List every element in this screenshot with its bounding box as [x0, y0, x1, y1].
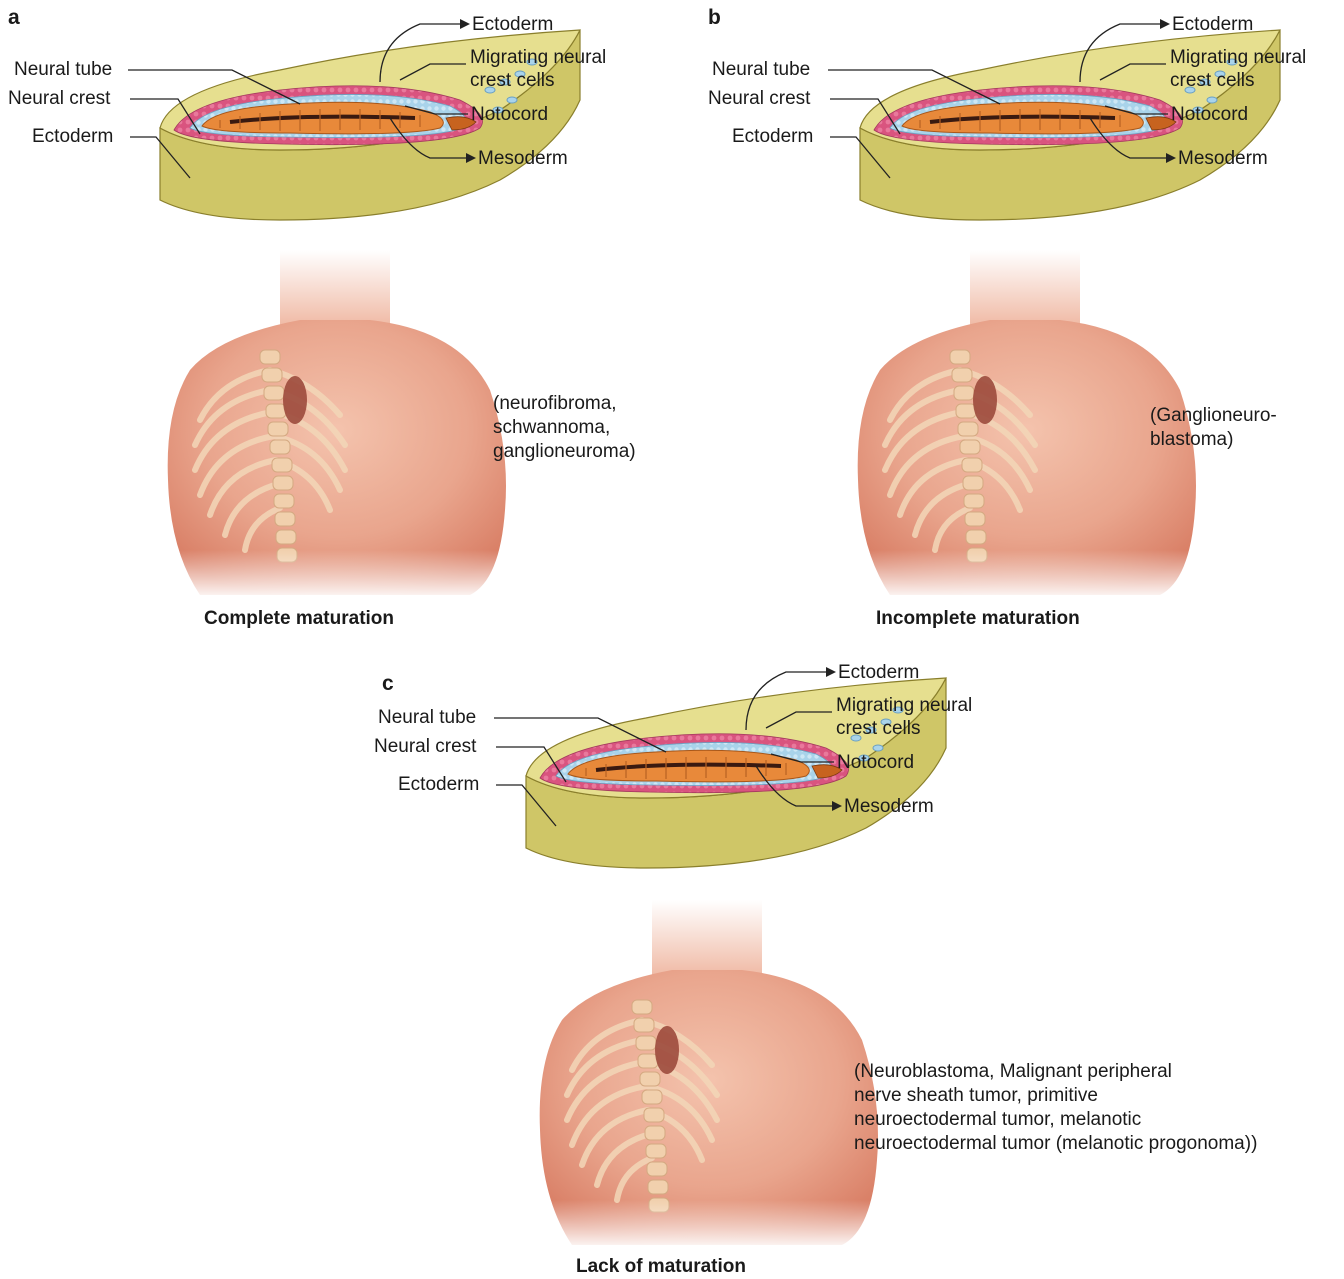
label-mesoderm: Mesoderm — [1178, 147, 1268, 170]
label-ectoderm-left: Ectoderm — [398, 773, 479, 796]
panel-caption: Complete maturation — [204, 608, 394, 630]
tumor-list: (Ganglioneuro- blastoma) — [1150, 404, 1277, 452]
label-neural-crest: Neural crest — [708, 87, 810, 110]
panel-caption: Incomplete maturation — [876, 608, 1080, 630]
label-mesoderm: Mesoderm — [844, 795, 934, 818]
label-mesoderm: Mesoderm — [478, 147, 568, 170]
label-notocord: Notocord — [837, 751, 914, 774]
tumor-list: (Neuroblastoma, Malignant peripheral ner… — [854, 1060, 1257, 1156]
label-ectoderm-top: Ectoderm — [1172, 13, 1253, 36]
label-migrating-cells: Migrating neural crest cells — [470, 46, 606, 92]
label-notocord: Notocord — [1171, 103, 1248, 126]
panel-c: c Ectoderm Migrating neural crest cells … — [366, 648, 1344, 1279]
label-ectoderm-top: Ectoderm — [838, 661, 919, 684]
label-neural-crest: Neural crest — [374, 735, 476, 758]
label-neural-tube: Neural tube — [378, 706, 476, 729]
panel-b: b Ectoderm Migrating neural crest cells … — [700, 0, 1344, 640]
neural-crest-diagram — [366, 648, 1344, 1279]
label-notocord: Notocord — [471, 103, 548, 126]
label-migrating-cells: Migrating neural crest cells — [1170, 46, 1306, 92]
label-neural-tube: Neural tube — [14, 58, 112, 81]
label-neural-tube: Neural tube — [712, 58, 810, 81]
label-migrating-cells: Migrating neural crest cells — [836, 694, 972, 740]
panel-caption: Lack of maturation — [576, 1256, 746, 1278]
label-ectoderm-top: Ectoderm — [472, 13, 553, 36]
label-neural-crest: Neural crest — [8, 87, 110, 110]
panel-a: a Ectoderm Migrating neural crest cells … — [0, 0, 672, 640]
tumor-list: (neurofibroma, schwannoma, ganglioneurom… — [493, 392, 636, 464]
label-ectoderm-left: Ectoderm — [32, 125, 113, 148]
label-ectoderm-left: Ectoderm — [732, 125, 813, 148]
